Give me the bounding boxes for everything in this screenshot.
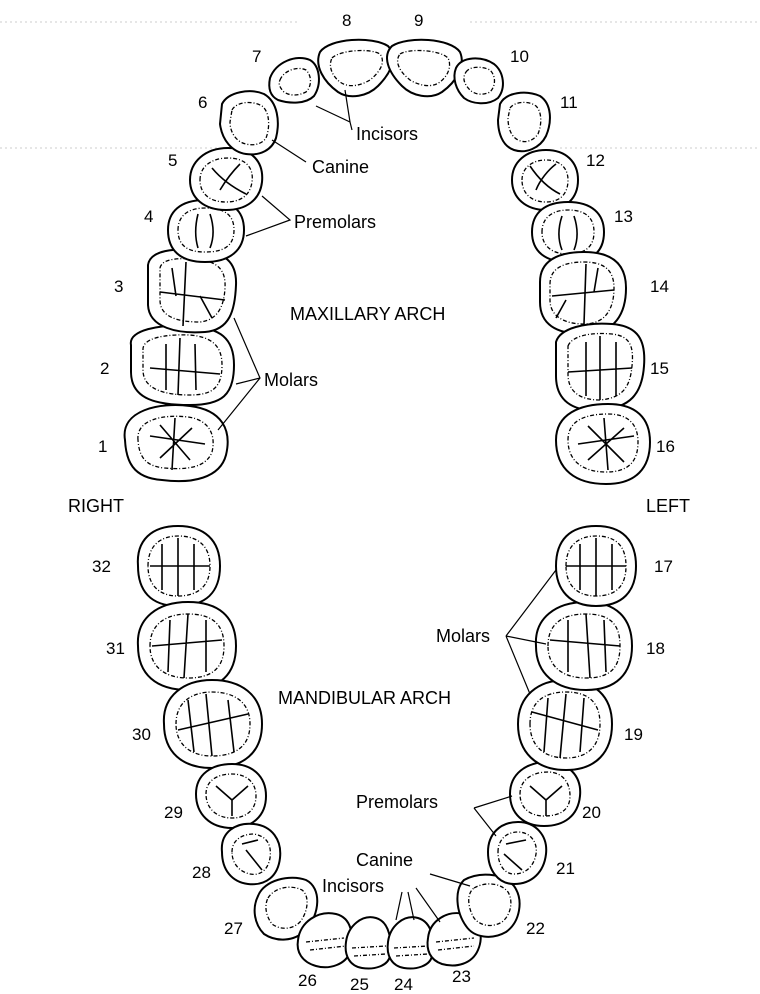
- tooth-number-8: 8: [342, 11, 351, 30]
- tooth-number-15: 15: [650, 359, 669, 378]
- tooth-number-29: 29: [164, 803, 183, 822]
- tooth-28: [222, 824, 280, 885]
- tooth-6: [220, 91, 278, 154]
- tooth-number-9: 9: [414, 11, 423, 30]
- tooth-number-3: 3: [114, 277, 123, 296]
- tooth-number-31: 31: [106, 639, 125, 658]
- tooth-number-16: 16: [656, 437, 675, 456]
- mandibular-teeth: [138, 526, 636, 969]
- upper-canine-label: Canine: [312, 157, 369, 177]
- tooth-number-2: 2: [100, 359, 109, 378]
- right-side-label: RIGHT: [68, 496, 124, 516]
- tooth-3: [148, 249, 236, 332]
- left-side-label: LEFT: [646, 496, 690, 516]
- tooth-15: [556, 324, 644, 411]
- tooth-1: [125, 405, 228, 481]
- tooth-18: [536, 602, 632, 690]
- tooth-31: [138, 602, 236, 690]
- tooth-numbers: 1 2 3 4 5 6 7 8 9 10 11 12 13 14 15 16 1…: [92, 11, 675, 994]
- tooth-type-labels: Incisors Canine Premolars Molars Molars …: [264, 124, 490, 896]
- tooth-number-7: 7: [252, 47, 261, 66]
- tooth-29: [196, 764, 266, 828]
- tooth-number-32: 32: [92, 557, 111, 576]
- tooth-12: [512, 150, 578, 210]
- tooth-9: [387, 40, 462, 97]
- tooth-17: [556, 526, 636, 606]
- tooth-11: [498, 93, 550, 152]
- tooth-19: [518, 680, 612, 770]
- tooth-number-27: 27: [224, 919, 243, 938]
- tooth-7: [269, 58, 319, 103]
- tooth-number-5: 5: [168, 151, 177, 170]
- tooth-number-4: 4: [144, 207, 153, 226]
- tooth-16: [556, 404, 650, 484]
- leader-lower-incisors: [396, 888, 440, 922]
- tooth-number-1: 1: [98, 437, 107, 456]
- tooth-number-21: 21: [556, 859, 575, 878]
- tooth-2: [131, 326, 234, 405]
- tooth-number-30: 30: [132, 725, 151, 744]
- tooth-number-6: 6: [198, 93, 207, 112]
- tooth-number-11: 11: [560, 93, 578, 112]
- tooth-20: [510, 762, 580, 826]
- tooth-number-19: 19: [624, 725, 643, 744]
- upper-incisors-label: Incisors: [356, 124, 418, 144]
- tooth-21: [488, 822, 546, 884]
- upper-molars-label: Molars: [264, 370, 318, 390]
- upper-premolars-label: Premolars: [294, 212, 376, 232]
- tooth-number-14: 14: [650, 277, 669, 296]
- tooth-number-12: 12: [586, 151, 605, 170]
- tooth-number-13: 13: [614, 207, 633, 226]
- tooth-number-23: 23: [452, 967, 471, 986]
- tooth-10: [454, 58, 503, 103]
- tooth-14: [540, 252, 626, 334]
- tooth-number-18: 18: [646, 639, 665, 658]
- tooth-number-10: 10: [510, 47, 529, 66]
- tooth-30: [164, 680, 262, 768]
- tooth-number-26: 26: [298, 971, 317, 990]
- leader-upper-canine: [272, 140, 306, 162]
- maxillary-arch-label: MAXILLARY ARCH: [290, 304, 445, 324]
- tooth-number-20: 20: [582, 803, 601, 822]
- tooth-number-22: 22: [526, 919, 545, 938]
- lower-incisors-label: Incisors: [322, 876, 384, 896]
- tooth-number-17: 17: [654, 557, 673, 576]
- lower-molars-label: Molars: [436, 626, 490, 646]
- tooth-32: [138, 526, 220, 606]
- lower-premolars-label: Premolars: [356, 792, 438, 812]
- tooth-5: [190, 148, 262, 210]
- tooth-25: [346, 917, 391, 968]
- tooth-number-28: 28: [192, 863, 211, 882]
- mandibular-arch-label: MANDIBULAR ARCH: [278, 688, 451, 708]
- lower-canine-label: Canine: [356, 850, 413, 870]
- tooth-8: [318, 40, 393, 97]
- tooth-number-24: 24: [394, 975, 413, 994]
- tooth-number-25: 25: [350, 975, 369, 994]
